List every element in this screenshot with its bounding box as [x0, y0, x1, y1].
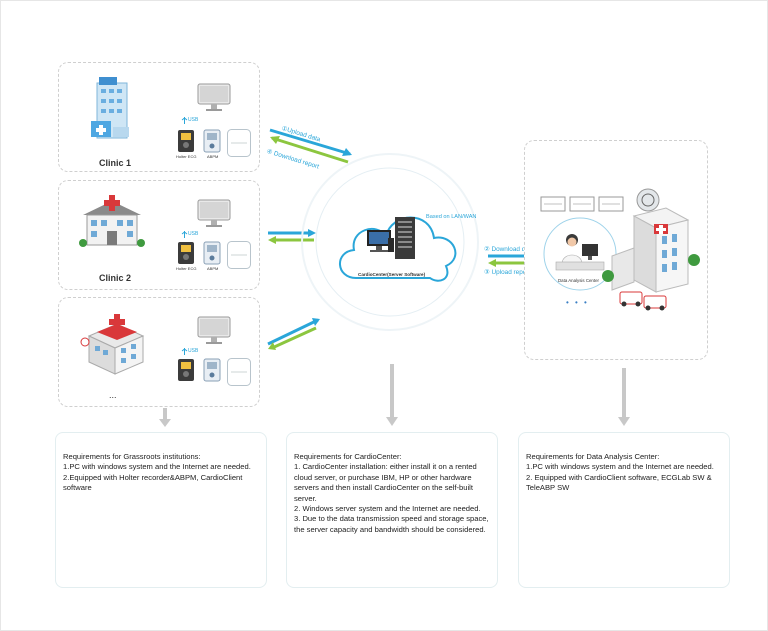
analysis-requirements-text: Requirements for Data Analysis Center: 1…: [526, 452, 714, 493]
server-icon: [395, 217, 415, 259]
workstation-icon: [367, 230, 394, 252]
clinic-2-software-icon: [227, 241, 251, 269]
grassroots-requirements-text: Requirements for Grassroots institutions…: [63, 452, 251, 493]
clinic-1-label: Clinic 1: [99, 158, 132, 168]
clinic-1-usb-label: USB: [188, 117, 199, 123]
clinic-3-holter-icon: [178, 359, 194, 381]
clinic-3-exchange-arrow: [267, 318, 320, 350]
clinic-3-monitor-icon: [197, 316, 231, 344]
grassroots-requirements-box: [55, 432, 267, 588]
down-arrow-analysis: [618, 368, 630, 426]
analysis-center-circle: [543, 217, 617, 291]
clinic-2-hospital-icon: [79, 195, 145, 247]
upload-report-label-2: ③ Upload report: [484, 269, 531, 276]
clinic-2-usb-icon: [181, 231, 188, 238]
cloud-halo: [301, 153, 479, 331]
clinic-2-usb-label: USB: [188, 231, 199, 237]
clinic-1-usb-icon: [181, 117, 188, 124]
clinic-3-usb-icon: [181, 348, 188, 355]
download-data-label-2: ② Download data: [484, 246, 535, 253]
clinic-2-exchange-arrow: [268, 229, 316, 244]
clinic-1-abpm-label: ABPM: [207, 154, 219, 159]
clinic-2-panel: USB Holter ECG ABPM Clinic 2: [58, 180, 260, 290]
clinic-3-software-icon: [227, 358, 251, 386]
clinic-3-panel: USB ...: [58, 297, 260, 407]
clinic-3-abpm-icon: [203, 358, 221, 382]
analysis-center-label: Data Analysis Center: [558, 278, 599, 283]
analysis-monitors-icon: [540, 196, 624, 212]
analysis-requirements-box: [518, 432, 730, 588]
down-arrow-grassroots: [159, 408, 171, 427]
clinic-1-upload-arrow: [269, 128, 352, 164]
clinic-2-monitor-icon: [197, 199, 231, 227]
clinic-3-hospital-icon: [80, 314, 145, 375]
clinic-2-holter-label: Holter ECG: [176, 266, 197, 271]
clinic-1-abpm-icon: [203, 129, 221, 153]
clinic-1-monitor-icon: [197, 83, 231, 111]
down-arrow-cardiocenter: [386, 364, 398, 426]
analysis-hospital-icon: [602, 188, 700, 311]
clinic-1-hospital-icon: [91, 77, 129, 139]
clinic-2-abpm-icon: [203, 241, 221, 265]
clinic-1-holter-icon: [178, 130, 194, 152]
clinic-2-holter-icon: [178, 242, 194, 264]
clinic-2-label: Clinic 2: [99, 273, 132, 283]
clinic-3-usb-label: USB: [188, 348, 199, 354]
analysis-center-more-dots: • • •: [566, 298, 589, 307]
clinic-3-label: ...: [109, 390, 117, 400]
cardiocenter-label: CardioCenter(Server Software): [358, 272, 426, 277]
cardiocenter-requirements-box: [286, 432, 498, 588]
clinic-1-software-icon: [227, 129, 251, 157]
lan-wan-label: Based on LAN/WAN: [426, 214, 477, 220]
cardiocenter-requirements-text: Requirements for CardioCenter: 1. Cardio…: [294, 452, 489, 534]
clinic-1-panel: USB Holter ECG ABPM Clinic 1: [58, 62, 260, 172]
clinic-2-abpm-label: ABPM: [207, 266, 219, 271]
clinic-1-holter-label: Holter ECG: [176, 154, 197, 159]
